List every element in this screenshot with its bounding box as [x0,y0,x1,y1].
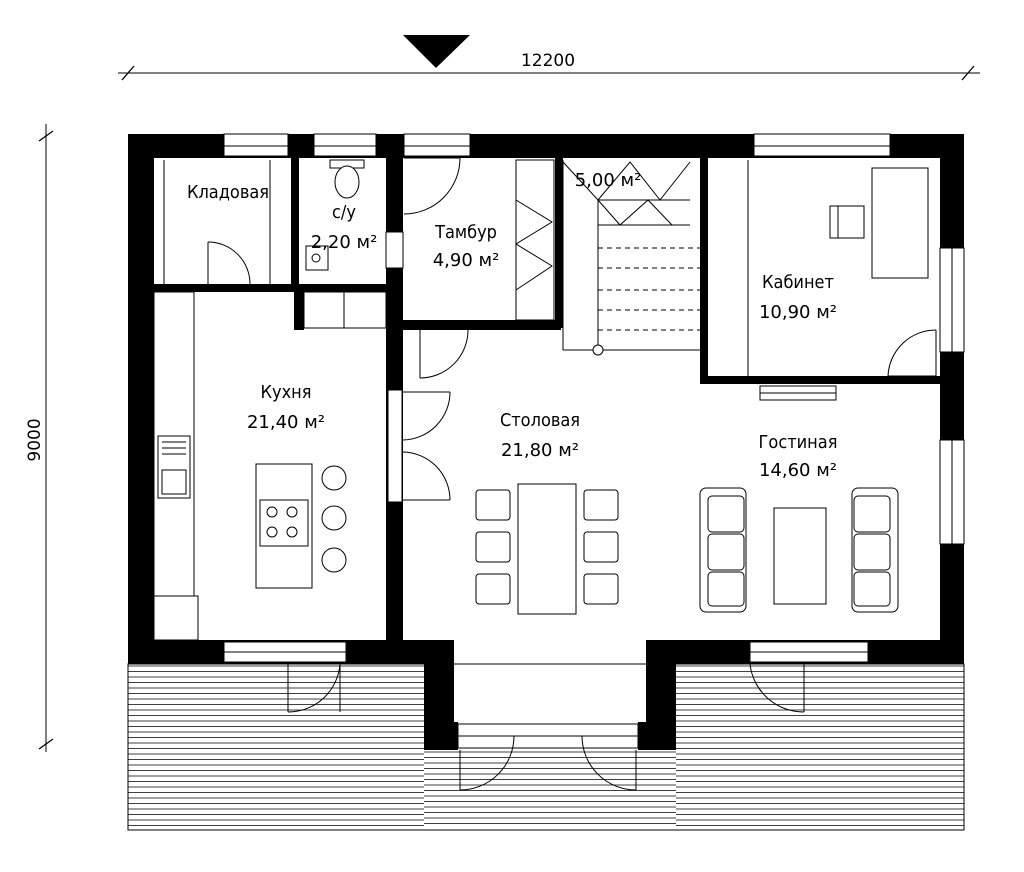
dining-table [517,483,577,615]
storage-label: Кладовая [187,182,269,203]
north-marker [403,35,470,68]
office-chair-icon [829,205,865,239]
kitchen-label: Кухня [261,382,312,403]
dining-label: Столовая [500,410,580,431]
wc-area: 2,20 м² [311,232,378,253]
vestibule-area: 4,90 м² [433,250,500,271]
sink-icon [157,435,191,499]
dining-chairs [475,489,619,605]
dining-area: 21,80 м² [501,440,579,461]
living-area: 14,60 м² [759,460,837,481]
toilet-icon [329,159,365,199]
room-labels: Кладовая с/у 2,20 м² Тамбур 4,90 м² 5,00… [187,170,837,481]
sofa-left [699,487,747,613]
stairs-area: 5,00 м² [575,170,642,191]
dimension-lines: 12200 9000 [25,35,980,752]
kitchen-island [255,463,313,589]
sofa-right [851,487,899,613]
coffee-table [773,507,827,605]
bar-stools [321,465,347,573]
furniture [153,159,929,641]
wardrobe-icon [515,159,555,321]
staircase [562,160,700,356]
wc-label: с/у [332,202,356,223]
doors [207,157,937,791]
study-area: 10,90 м² [759,302,837,323]
height-dimension: 9000 [25,418,45,461]
vestibule-label: Тамбур [434,222,497,243]
windows [223,133,965,749]
living-label: Гостиная [759,432,838,453]
study-label: Кабинет [762,272,834,293]
kitchen-area: 21,40 м² [247,412,325,433]
width-dimension: 12200 [521,51,575,71]
